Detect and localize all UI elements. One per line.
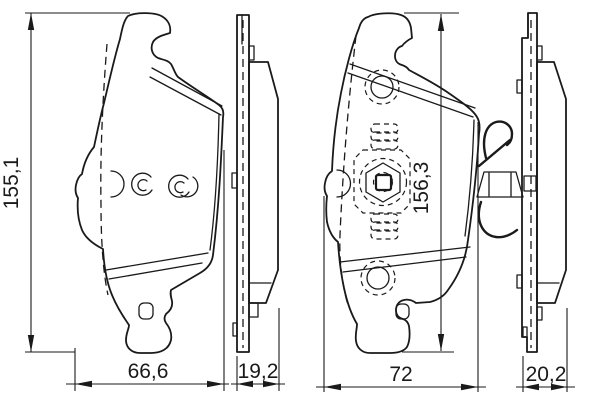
clip-mark-curl-icon	[174, 181, 185, 194]
dimension-label-pad1-thickness: 19,2	[238, 360, 279, 383]
sensor-hidden-circle-outer	[358, 157, 408, 207]
top-tab	[248, 45, 255, 61]
arrowhead-left-icon	[523, 383, 539, 391]
friction-bottom-edge	[105, 252, 209, 271]
dimension-pad1-width: 66,6	[66, 150, 229, 391]
spring-hook-wire	[482, 120, 514, 160]
friction-bottom-edge	[339, 246, 471, 263]
retainer-spring	[476, 120, 537, 239]
pad2-outline	[323, 12, 481, 354]
friction-top-edge-inner	[347, 72, 474, 118]
friction-bottom-edge-inner	[342, 256, 467, 273]
dimension-label-pad1-height: 155,1	[0, 157, 23, 210]
hidden-edge-left	[339, 35, 357, 306]
arrowhead-up-icon	[437, 14, 445, 31]
friction-top-edge	[349, 63, 476, 109]
arrowhead-left-icon	[324, 383, 341, 391]
dimension-label-pad1-width: 66,6	[128, 360, 169, 383]
spring-mount-stub	[523, 175, 537, 192]
dimension-pad2-thickness: 20,2	[516, 308, 575, 392]
friction-top-edge-inner	[149, 76, 222, 116]
bottom-lug-detail	[138, 302, 154, 320]
spring-clip-marks	[131, 172, 199, 198]
left-notch	[522, 326, 528, 338]
friction-block-side	[536, 61, 567, 304]
friction-top-edge	[151, 67, 223, 107]
sensor-housing-outline	[353, 149, 411, 214]
friction-right-edge	[464, 119, 475, 237]
sensor-hex-body	[365, 162, 401, 203]
left-clip	[516, 79, 523, 94]
top-tab	[536, 45, 543, 61]
pad1-outline	[74, 12, 225, 354]
spring-bracket	[476, 171, 524, 198]
guide-lug-detail	[336, 169, 352, 198]
dimension-pad1-height: 155,1	[0, 12, 130, 353]
sensor-cable-ridge	[370, 123, 399, 134]
left-notch	[232, 322, 238, 337]
dimension-pad2-height: 156,3	[402, 12, 459, 353]
arrowhead-right-icon	[461, 383, 478, 391]
arrowhead-right-icon	[207, 380, 224, 388]
bottom-lug-detail	[395, 303, 410, 320]
sensor-cable-ridge	[370, 139, 399, 150]
pad2-side-view	[476, 12, 567, 353]
rivet-hole-top-hidden	[364, 69, 400, 105]
arrowhead-left-icon	[237, 380, 253, 388]
dimension-label-pad2-thickness: 20,2	[526, 363, 567, 386]
arrowhead-left-icon	[75, 380, 92, 388]
sensor-cable-ridge	[370, 221, 399, 232]
arrowhead-up-icon	[27, 13, 35, 30]
rivet-hole-top	[370, 75, 394, 99]
bottom-step	[248, 302, 259, 318]
pad1-front-view	[74, 12, 225, 354]
friction-right-edge	[209, 113, 220, 251]
sensor-cable-ridge	[370, 213, 399, 224]
dimension-label-pad2-height: 156,3	[410, 162, 433, 215]
bottom-step	[536, 306, 543, 321]
left-clip	[516, 274, 523, 289]
spring-lower-wire	[477, 200, 519, 239]
sensor-contact-square	[374, 173, 393, 192]
rivet-hole-bottom	[366, 266, 390, 290]
pad1-side-view	[231, 14, 279, 353]
sensor-cable-ridge	[370, 229, 399, 240]
friction-bottom-edge-inner	[108, 262, 203, 280]
sensor-cable-ridge	[370, 131, 399, 142]
guide-lug-detail	[110, 170, 125, 198]
spring-diagonal-wire	[477, 138, 512, 168]
friction-block-side	[248, 61, 279, 304]
clip-mark-curl-icon	[137, 179, 148, 192]
hidden-edge-left	[100, 43, 109, 296]
arrowhead-right-icon	[263, 380, 279, 388]
rivet-hole-bottom-hidden	[360, 260, 396, 296]
dimension-pad2-width: 72	[316, 122, 486, 392]
dimension-pad1-thickness: 19,2	[231, 308, 285, 391]
arrowhead-right-icon	[551, 383, 567, 391]
clip-mark-overlap-icon	[180, 176, 199, 198]
left-clip	[231, 172, 238, 189]
pad2-front-view	[323, 12, 481, 354]
arrowhead-down-icon	[27, 335, 35, 352]
clip-mark-icon	[131, 172, 153, 196]
arrowhead-down-icon	[437, 334, 445, 351]
sensor-hidden-circle-inner	[372, 171, 394, 193]
clip-mark-icon	[168, 174, 190, 198]
dimension-label-pad2-width: 72	[389, 363, 412, 386]
wear-sensor	[353, 123, 411, 240]
